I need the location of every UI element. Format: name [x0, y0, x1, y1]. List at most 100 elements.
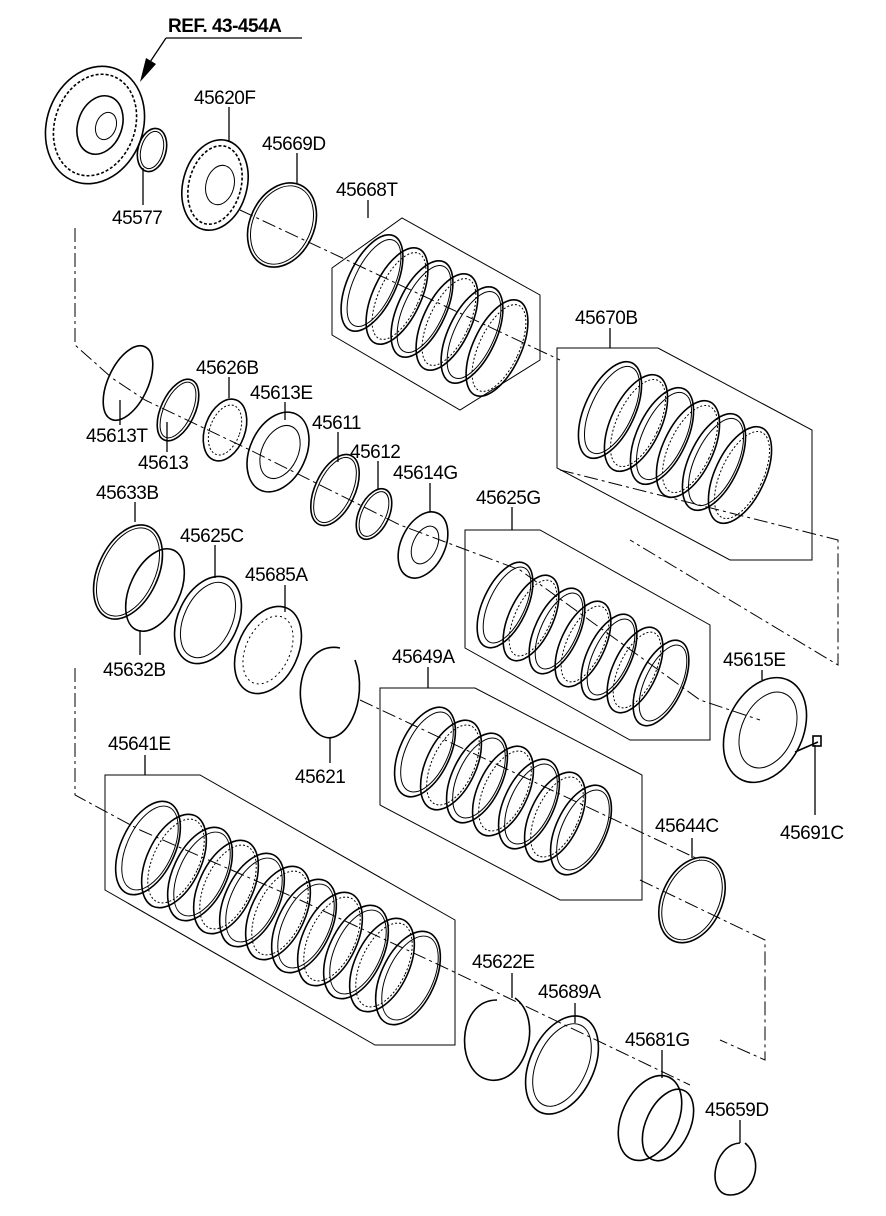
clutch-disc-inner	[355, 922, 413, 1008]
part-45691C[interactable]	[794, 735, 822, 815]
clutch-disc	[114, 800, 182, 896]
label-45625G: 45625G	[476, 488, 541, 509]
label-45689A: 45689A	[538, 982, 601, 1003]
clutch-disc-inner	[586, 618, 636, 696]
part-45668T-pack[interactable]	[328, 217, 541, 411]
clutch-disc-inner	[426, 724, 480, 806]
part-45649A-pack[interactable]	[379, 687, 643, 901]
clutch-disc	[415, 272, 479, 372]
leader-lines	[119, 107, 763, 1143]
clutch-disc-inner	[508, 579, 558, 657]
part-45613T[interactable]	[93, 338, 163, 427]
clutch-disc-inner	[400, 711, 454, 793]
label-45668T: 45668T	[336, 180, 398, 201]
label-45577: 45577	[112, 208, 162, 229]
label-45613E: 45613E	[250, 383, 313, 404]
part-labels: 45620F 45669D 45577 45668T 45670B 45626B…	[86, 88, 844, 1121]
clutch-disc	[365, 246, 429, 346]
clutch-disc	[374, 930, 442, 1026]
clutch-disc-inner	[609, 378, 667, 468]
clutch-disc	[502, 574, 560, 662]
clutch-disc	[166, 826, 234, 922]
clutch-disc-inner	[381, 935, 439, 1021]
label-45615E: 45615E	[723, 650, 786, 671]
part-45633B[interactable]	[80, 514, 177, 630]
label-45611: 45611	[312, 413, 361, 434]
label-45649A: 45649A	[392, 647, 455, 668]
clutch-disc	[497, 758, 561, 850]
part-45659D[interactable]	[714, 1142, 757, 1196]
label-45625C: 45625C	[180, 526, 244, 547]
clutch-disc	[140, 813, 208, 909]
clutch-disc-inner	[303, 896, 361, 982]
clutch-disc	[580, 613, 638, 701]
label-45622E: 45622E	[472, 952, 535, 973]
clutch-disc-inner	[560, 605, 610, 683]
clutch-disc	[632, 639, 690, 727]
part-45641E-pack[interactable]	[102, 774, 456, 1046]
reference-arrow-icon	[140, 58, 156, 82]
clutch-disc	[244, 865, 312, 961]
clutch-disc	[549, 784, 613, 876]
part-45620F[interactable]	[172, 132, 258, 237]
part-45669D[interactable]	[234, 172, 329, 279]
clutch-disc-inner	[346, 239, 402, 327]
label-45641E: 45641E	[108, 734, 171, 755]
reference-callout[interactable]: REF. 43-454A	[140, 16, 302, 82]
part-45615E[interactable]	[707, 664, 822, 796]
clutch-disc	[465, 298, 529, 398]
part-45622E[interactable]	[463, 997, 531, 1081]
label-45621: 45621	[295, 767, 345, 788]
label-45670B: 45670B	[575, 308, 638, 329]
part-45611[interactable]	[301, 447, 369, 533]
part-45670B-pack[interactable]	[556, 347, 813, 561]
clutch-disc-inner	[446, 291, 502, 379]
part-45685A[interactable]	[221, 596, 314, 705]
clutch-disc-inner	[277, 883, 335, 969]
part-45577[interactable]	[133, 125, 171, 175]
part-45612[interactable]	[349, 483, 399, 545]
part-45626B[interactable]	[195, 393, 254, 467]
clutch-disc-inner	[612, 631, 662, 709]
clutch-disc-inner	[713, 430, 771, 520]
clutch-disc	[393, 706, 457, 798]
part-45614G[interactable]	[388, 504, 457, 586]
part-45632B[interactable]	[114, 540, 197, 641]
clutch-disc	[440, 285, 504, 385]
clutch-disc-inner	[147, 818, 205, 904]
label-45626B: 45626B	[196, 358, 259, 379]
part-ref-gear-assembly[interactable]	[29, 52, 160, 198]
clutch-disc-inner	[329, 909, 387, 995]
clutch-disc-inner	[556, 789, 610, 871]
label-45614G: 45614G	[393, 463, 458, 484]
clutch-disc	[603, 373, 669, 473]
clutch-disc-inner	[638, 644, 688, 722]
part-45613[interactable]	[149, 373, 208, 447]
part-45613E[interactable]	[235, 402, 321, 502]
clutch-disc	[629, 386, 695, 486]
reference-label: REF. 43-454A	[168, 16, 282, 37]
part-45644C[interactable]	[646, 847, 738, 954]
part-45689A[interactable]	[511, 1004, 613, 1125]
part-45621[interactable]	[299, 646, 361, 739]
clutch-disc	[577, 360, 643, 460]
clutch-disc	[192, 839, 260, 935]
label-45633B: 45633B	[96, 483, 159, 504]
clutch-disc	[528, 587, 586, 675]
part-45681G[interactable]	[606, 1065, 704, 1170]
clutch-disc-inner	[199, 844, 257, 930]
part-45625C[interactable]	[161, 566, 254, 675]
clutch-disc	[445, 732, 509, 824]
label-45644C: 45644C	[655, 816, 719, 837]
clutch-disc-inner	[225, 857, 283, 943]
label-45685A: 45685A	[245, 565, 308, 586]
clutch-disc	[471, 745, 535, 837]
label-45613: 45613	[138, 453, 188, 474]
clutch-disc-inner	[371, 252, 427, 340]
part-45625G-pack[interactable]	[464, 529, 711, 741]
label-45669D: 45669D	[262, 134, 326, 155]
clutch-disc-inner	[421, 278, 477, 366]
clutch-disc-inner	[661, 404, 719, 494]
